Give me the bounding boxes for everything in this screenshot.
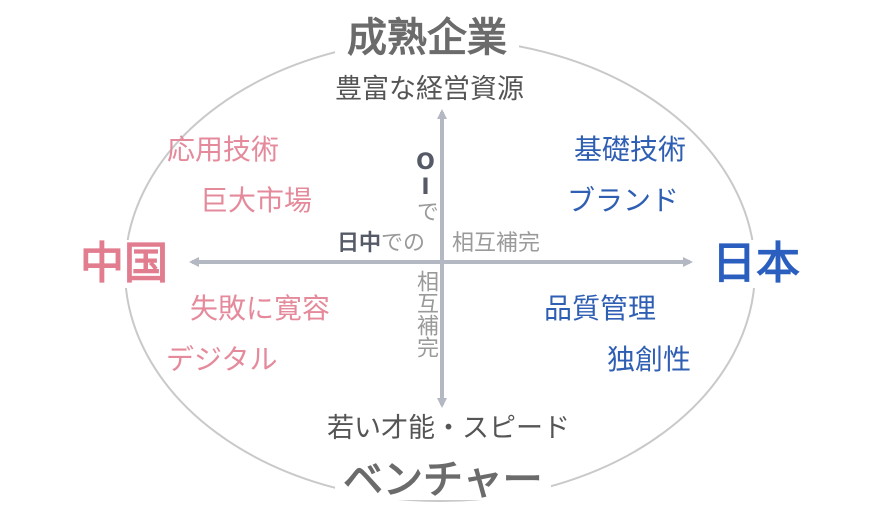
horizontal-mutual-complement: 相互補完	[452, 231, 541, 256]
japan-item-originality: 独創性	[607, 343, 692, 376]
top-subtitle: 豊富な経営資源	[335, 74, 524, 105]
japan-title: 日本	[708, 240, 804, 288]
oi-suffix-label: で	[413, 200, 438, 222]
oi-label: OI	[413, 150, 438, 200]
china-item-huge-market: 巨大市場	[200, 184, 313, 217]
china-item-digital: デジタル	[166, 343, 278, 376]
china-title: 中国	[76, 240, 172, 288]
top-title: 成熟企業	[335, 18, 519, 58]
china-item-applied-tech: 応用技術	[167, 133, 280, 166]
china-item-failure-tolerance: 失敗に寛容	[190, 292, 331, 325]
japan-item-basic-tech: 基礎技術	[574, 133, 687, 166]
japan-item-brand: ブランド	[567, 184, 680, 217]
bottom-subtitle: 若い才能・スピード	[327, 413, 570, 444]
nicchu-bold: 日中	[337, 231, 382, 256]
nicchu-label: 日中での	[337, 233, 425, 255]
vertical-mutual-complement: 相互補完	[413, 270, 438, 358]
nicchu-suffix: での	[381, 231, 426, 256]
bottom-title: ベンチャー	[335, 460, 551, 500]
japan-item-quality-control: 品質管理	[544, 292, 657, 325]
